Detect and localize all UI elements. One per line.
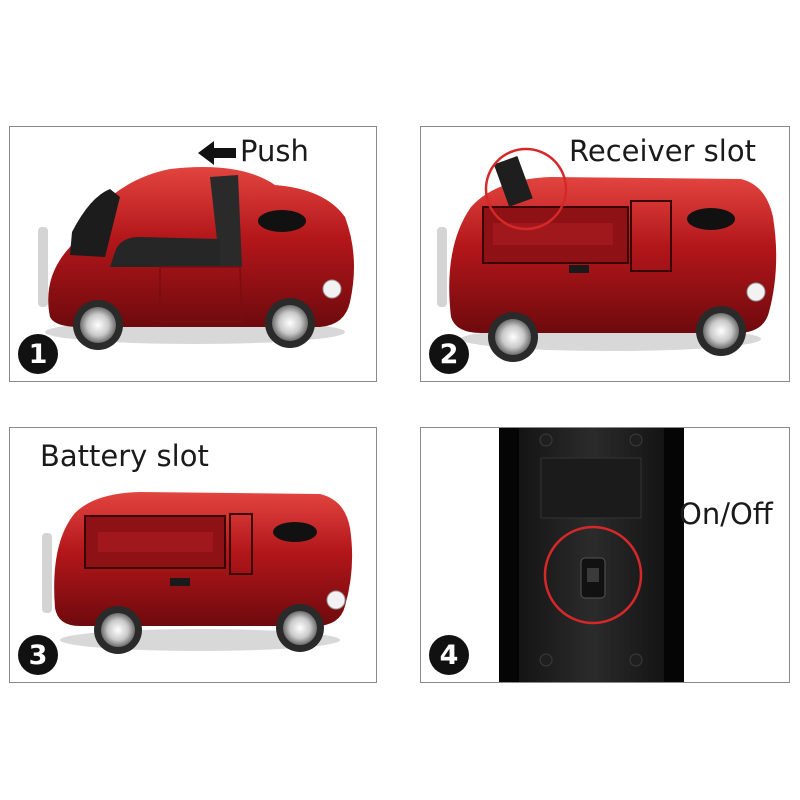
panel-label: On/Off <box>679 497 773 531</box>
car-closed-image <box>38 167 354 350</box>
panel-push: Push 1 <box>9 126 377 382</box>
car-underside-image <box>499 428 684 682</box>
panel-on-off: On/Off 4 <box>420 427 790 683</box>
car-open-receiver-image <box>437 147 777 362</box>
step-badge: 2 <box>429 334 469 374</box>
highlight-circle <box>543 525 643 625</box>
car-open-battery-image <box>42 492 353 654</box>
panel-battery-slot: Battery slot 3 <box>9 427 377 683</box>
step-badge: 4 <box>429 635 469 675</box>
step-badge: 1 <box>18 334 58 374</box>
panel-label: Receiver slot <box>569 134 756 168</box>
highlight-circle <box>484 147 568 231</box>
step-badge: 3 <box>18 635 58 675</box>
arrow-left-icon <box>198 141 236 165</box>
panel-label: Push <box>240 134 309 168</box>
panel-label: Battery slot <box>40 439 209 473</box>
panel-receiver-slot: Receiver slot 2 <box>420 126 790 382</box>
